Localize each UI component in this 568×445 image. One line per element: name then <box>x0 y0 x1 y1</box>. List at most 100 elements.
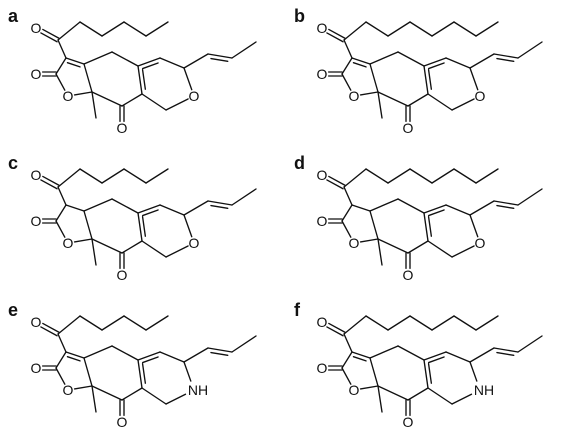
methyl-bond <box>377 238 383 266</box>
heteroatom-label: O <box>475 88 486 104</box>
lactone-bond <box>341 57 353 75</box>
ring-bond <box>377 91 409 107</box>
acyl-ketone-double-bond <box>328 28 346 39</box>
propenyl-bond <box>183 200 209 216</box>
heteroring-bond <box>165 245 189 258</box>
alkyl-chain-bond <box>101 21 125 37</box>
alkyl-chain-bond <box>431 21 455 37</box>
lactone-ring-oxygen-label: O <box>63 88 74 104</box>
heteroring-double-bond <box>137 351 161 361</box>
alkyl-chain-bond <box>453 168 477 184</box>
ring-double-bond <box>427 68 433 90</box>
lactone-carbonyl-oxygen-label: O <box>317 213 328 229</box>
alkyl-chain-bond <box>79 21 103 37</box>
heteroring-bond <box>159 204 185 216</box>
ring-ketone-oxygen-label: O <box>403 267 414 283</box>
ring-junction-double-bond <box>66 62 81 68</box>
alkyl-chain-bond <box>123 21 147 37</box>
lactone-bond <box>55 57 67 75</box>
alkyl-chain-bond <box>409 21 433 37</box>
propenyl-bond <box>469 53 495 69</box>
ring-junction-double-bond <box>352 356 367 362</box>
ring-bond <box>111 198 139 214</box>
propenyl-bond <box>469 200 495 216</box>
lactone-bond <box>73 238 93 243</box>
ring-junction-bond <box>65 204 85 212</box>
ring-bond <box>83 198 113 212</box>
acyl-bond <box>57 39 67 59</box>
ring-junction-double-bond <box>351 57 371 65</box>
lactone-ring-oxygen-label: O <box>63 235 74 251</box>
ring-bond <box>111 51 139 67</box>
lactone-bond <box>55 73 66 91</box>
lactone-bond <box>359 238 379 243</box>
alkyl-chain-bond <box>475 168 499 184</box>
alkyl-chain-bond <box>145 21 169 37</box>
propenyl-double-bond <box>210 204 229 210</box>
propenyl-bond <box>517 41 543 59</box>
ring-double-bond <box>137 212 143 242</box>
ring-ketone-oxygen-label: O <box>117 414 128 430</box>
lactone-ring-oxygen-label: O <box>63 382 74 398</box>
ring-junction-double-bond <box>65 57 85 65</box>
heteroring-bond <box>165 393 187 405</box>
panel-label: f <box>294 300 301 320</box>
lactone-carbonyl-oxygen-label: O <box>317 360 328 376</box>
alkyl-chain-bond <box>431 315 455 331</box>
ring-bond <box>91 238 123 254</box>
ring-bond <box>83 51 113 65</box>
acyl-bond <box>57 333 67 353</box>
heteroatom-label: O <box>189 235 200 251</box>
alkyl-chain-bond <box>145 168 169 184</box>
alkyl-chain-bond <box>387 21 411 37</box>
ring-bond <box>397 198 425 214</box>
acyl-ketone-oxygen-label: O <box>31 167 42 183</box>
heteroring-bond <box>451 245 475 258</box>
methyl-bond <box>377 385 383 413</box>
heteroring-bond <box>141 93 167 111</box>
alkyl-chain-bond <box>79 168 103 184</box>
alkyl-chain-bond <box>343 21 367 41</box>
ring-double-bond <box>427 215 433 237</box>
alkyl-chain-bond <box>409 315 433 331</box>
heteroring-bond <box>165 98 189 111</box>
propenyl-double-bond <box>496 351 515 357</box>
heteroring-double-bond <box>141 356 159 364</box>
lactone-bond <box>341 204 353 222</box>
propenyl-double-bond <box>493 53 519 59</box>
acyl-ketone-double-bond <box>40 32 58 43</box>
lactone-bond <box>55 351 67 369</box>
lactone-carbonyl-oxygen-label: O <box>31 213 42 229</box>
acyl-ketone-double-bond <box>326 179 344 190</box>
heteroring-double-bond <box>137 57 161 67</box>
lactone-bond <box>83 357 93 387</box>
acyl-ketone-double-bond <box>40 179 58 190</box>
ring-junction-double-bond <box>66 356 81 362</box>
alkyl-chain-bond <box>101 168 125 184</box>
acyl-bond <box>343 333 353 353</box>
acyl-ketone-oxygen-label: O <box>31 20 42 36</box>
lactone-ring-oxygen-label: O <box>349 88 360 104</box>
propenyl-bond <box>231 41 257 59</box>
ring-double-bond <box>423 65 429 95</box>
alkyl-chain-bond <box>365 168 389 184</box>
alkyl-chain-bond <box>79 315 103 331</box>
alkyl-chain-bond <box>453 21 477 37</box>
heteroring-bond <box>159 57 185 69</box>
alkyl-chain-bond <box>57 168 81 188</box>
heteroring-bond <box>183 361 192 382</box>
lactone-bond <box>73 91 93 96</box>
panel-label: e <box>8 300 18 320</box>
ring-double-bond <box>137 65 143 95</box>
ring-ketone-oxygen-label: O <box>403 414 414 430</box>
acyl-ketone-double-bond <box>326 32 344 43</box>
lactone-bond <box>83 210 93 240</box>
propenyl-bond <box>183 53 209 69</box>
ring-bond <box>377 385 409 401</box>
ring-double-bond <box>427 362 433 384</box>
lactone-bond <box>341 351 353 369</box>
alkyl-chain-bond <box>123 168 147 184</box>
